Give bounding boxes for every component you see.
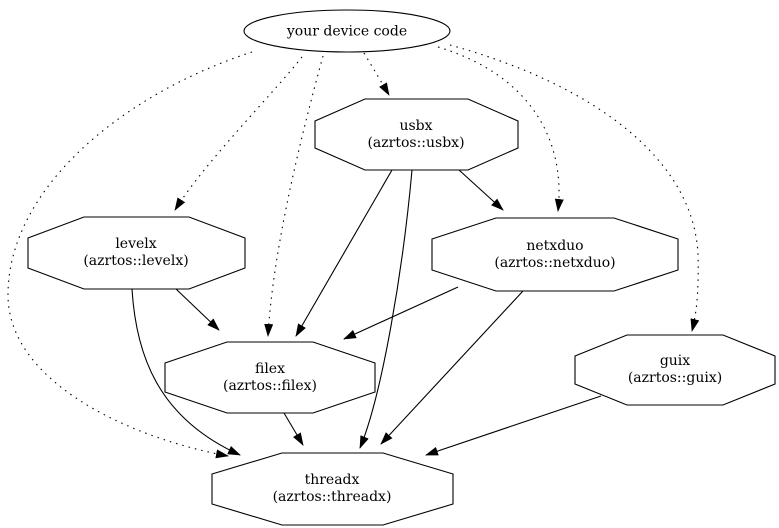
node-shape-threadx bbox=[211, 452, 454, 526]
edge-usbx-netxduo bbox=[458, 169, 504, 211]
edge-guix-threadx bbox=[425, 395, 602, 456]
edge-usbx-filex bbox=[295, 169, 393, 337]
edge-device-filex bbox=[264, 55, 324, 337]
node-shape-netxduo bbox=[431, 217, 679, 292]
edge-netxduo-threadx bbox=[380, 290, 524, 445]
edge-usbx-threadx bbox=[359, 169, 413, 449]
node-shape-guix bbox=[574, 334, 776, 406]
node-shape-levelx bbox=[27, 216, 246, 290]
node-shape-your-device-code bbox=[243, 9, 451, 53]
node-shape-filex bbox=[164, 341, 376, 414]
edge-device-levelx bbox=[174, 56, 303, 211]
edge-device-netxduo bbox=[437, 46, 564, 212]
edge-levelx-threadx bbox=[131, 288, 241, 456]
edge-netxduo-filex bbox=[343, 286, 459, 340]
edge-filex-threadx bbox=[283, 412, 304, 446]
edge-device-usbx bbox=[363, 52, 390, 96]
node-shape-usbx bbox=[314, 98, 519, 171]
edge-device-threadx bbox=[7, 51, 253, 459]
edge-levelx-filex bbox=[175, 288, 220, 331]
